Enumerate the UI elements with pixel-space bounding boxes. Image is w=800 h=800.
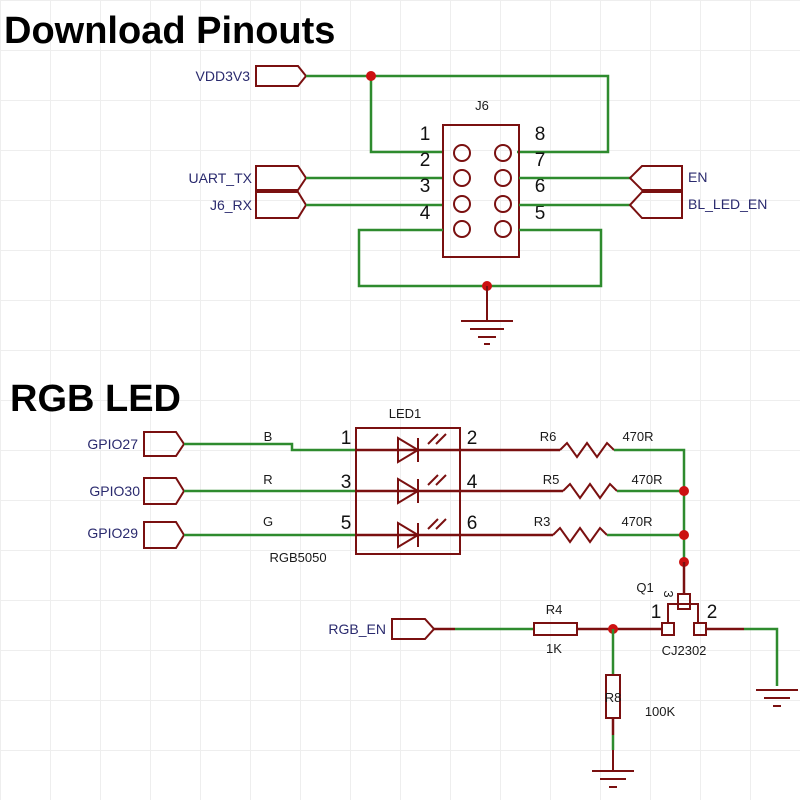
- led-ref: LED1: [389, 406, 422, 421]
- pin-number: 4: [467, 472, 478, 493]
- mosfet-part-label: CJ2302: [662, 643, 707, 658]
- pin-hole: [453, 144, 471, 162]
- ground-icon: [461, 286, 513, 345]
- pin-number: 5: [535, 203, 546, 224]
- pin-number: 2: [467, 428, 478, 449]
- resistor-ref: R5: [543, 472, 560, 487]
- port-label-en: EN: [688, 169, 707, 185]
- wire-ground-loop: [357, 228, 603, 288]
- led-diode-icon: [356, 433, 478, 464]
- wire-vdd-to-pin7: [306, 74, 610, 154]
- connector-ref: J6: [475, 98, 489, 113]
- port-rgb-en: [391, 618, 436, 640]
- color-label-g: G: [263, 514, 273, 529]
- port-label-rgb-en: RGB_EN: [328, 621, 386, 637]
- pin-hole: [494, 195, 512, 213]
- pin-number: 6: [535, 176, 546, 197]
- resistor-value: 470R: [621, 514, 652, 529]
- rgb-section-title: RGB LED: [10, 378, 181, 420]
- resistor-value: 100K: [645, 704, 676, 719]
- pin-number: 5: [341, 513, 352, 534]
- port-label-gpio30: GPIO30: [89, 483, 140, 499]
- pin-hole: [494, 144, 512, 162]
- port-label-uart-tx: UART_TX: [188, 170, 252, 186]
- wire: [614, 448, 686, 562]
- wire-vdd-to-pin2: [369, 76, 443, 154]
- port-vdd3v3: [255, 65, 308, 87]
- pin-number: 2: [707, 602, 718, 623]
- resistor-r6-icon: [559, 441, 615, 459]
- pin-hole: [494, 220, 512, 238]
- pin-number: 1: [341, 428, 352, 449]
- wire: [744, 627, 779, 686]
- port-gpio27: [143, 431, 186, 457]
- junction-dot: [366, 71, 376, 81]
- led-diode-icon: [356, 518, 478, 549]
- resistor-value: 470R: [622, 429, 653, 444]
- resistor-ref: R4: [546, 602, 563, 617]
- resistor-r3-icon: [552, 526, 608, 544]
- pinouts-section-title: Download Pinouts: [4, 10, 336, 52]
- connector-j6-body: [442, 124, 520, 258]
- resistor-ref: R8: [605, 690, 622, 705]
- port-label-bl-led-en: BL_LED_EN: [688, 196, 767, 212]
- resistor-ref: R3: [534, 514, 551, 529]
- port-label-j6-rx: J6_RX: [210, 197, 253, 213]
- pin-number: 6: [467, 513, 478, 534]
- pinouts-schematic: VDD3V3 UART_TX J6_RX J6 1 2 3 4 8 7 6: [188, 65, 767, 345]
- pin-number: 2: [420, 150, 431, 171]
- color-label-r: R: [263, 472, 272, 487]
- led-part-label: RGB5050: [269, 550, 326, 565]
- resistor-value: 1K: [546, 641, 562, 656]
- resistor-r5-icon: [562, 482, 618, 500]
- junction-dot: [679, 486, 689, 496]
- resistor-ref: R6: [540, 429, 557, 444]
- color-label-b: B: [264, 429, 273, 444]
- port-uart-tx: [255, 165, 308, 191]
- ground-icon: [756, 689, 798, 707]
- mosfet-q1-icon: [661, 593, 707, 636]
- pin-number: 3: [341, 472, 352, 493]
- rgb-led-schematic: GPIO27 GPIO30 GPIO29 B R G LED1 RGB5050 …: [87, 406, 798, 788]
- led-diode-icon: [356, 474, 478, 505]
- port-bl-led-en: [628, 191, 683, 219]
- port-j6-rx: [255, 191, 308, 219]
- port-gpio30: [143, 477, 186, 505]
- ground-icon: [592, 750, 634, 788]
- pin-number: 3: [420, 176, 431, 197]
- pin-number: 3: [661, 590, 676, 597]
- wire-blue: [184, 442, 356, 452]
- connector-j6-holes: [453, 144, 512, 238]
- port-label-vdd3v3: VDD3V3: [196, 68, 251, 84]
- pin-number: 1: [651, 602, 662, 623]
- pin-number: 4: [420, 203, 431, 224]
- resistor-value: 470R: [631, 472, 662, 487]
- port-label-gpio29: GPIO29: [87, 525, 138, 541]
- port-gpio29: [143, 521, 186, 549]
- pin-number: 7: [535, 150, 546, 171]
- port-en: [628, 165, 683, 191]
- pin-hole: [453, 195, 471, 213]
- pin-hole: [494, 169, 512, 187]
- pin-hole: [453, 169, 471, 187]
- mosfet-ref: Q1: [636, 580, 653, 595]
- resistor-r4-icon: [533, 622, 578, 636]
- port-label-gpio27: GPIO27: [87, 436, 138, 452]
- junction-dot: [679, 530, 689, 540]
- pin-hole: [453, 220, 471, 238]
- pin-number: 1: [420, 124, 431, 145]
- pin-number: 8: [535, 124, 546, 145]
